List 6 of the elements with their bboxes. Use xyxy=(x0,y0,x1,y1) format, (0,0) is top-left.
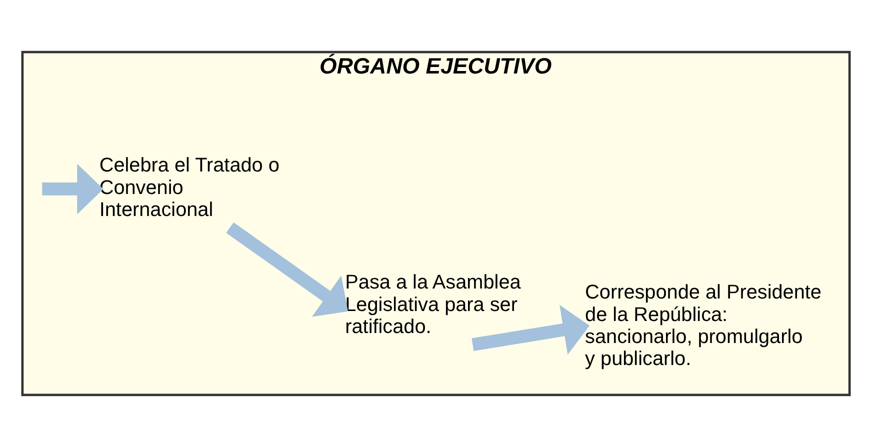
node-text: Pasa a la Asamblea Legislativa para ser ratificado. xyxy=(345,271,521,338)
node-text: Corresponde al Presidente de la República: sancionarlo, promulgarlo y publicarlo. xyxy=(585,281,822,370)
arrow xyxy=(226,222,348,316)
arrow xyxy=(472,304,590,354)
arrow xyxy=(42,163,104,214)
node-text: Celebra el Tratado o Convenio Internacional xyxy=(99,154,280,221)
